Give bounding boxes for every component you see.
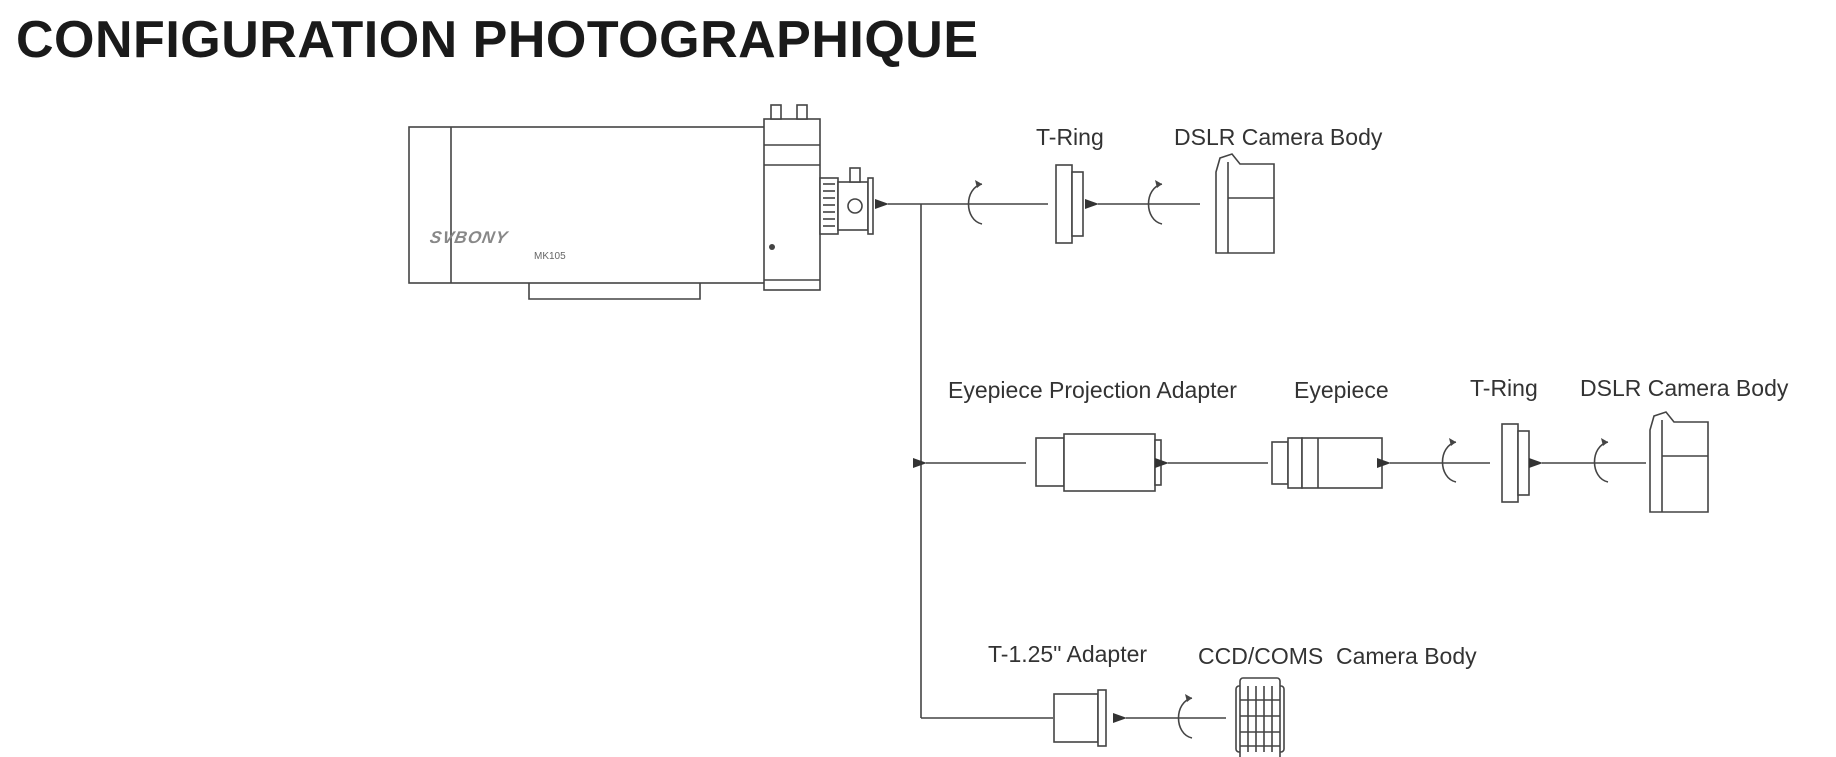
label-ccd-coms-camera-body: CCD/COMS Camera Body: [1198, 643, 1477, 669]
label-dslr-camera-body: DSLR Camera Body: [1174, 124, 1383, 150]
dslr-camera-body: [1649, 411, 1709, 513]
telescope: SVBONY MK105: [408, 104, 874, 300]
row-2-eyepiece-projection-config: Eyepiece Projection Adapter Eyepiece T-R…: [948, 375, 1789, 513]
eyepiece-projection-adapter: [1035, 437, 1065, 487]
label-dslr-camera-body: DSLR Camera Body: [1580, 375, 1789, 401]
page-title: CONFIGURATION PHOTOGRAPHIQUE: [16, 11, 979, 69]
t-ring: [1055, 164, 1073, 244]
dslr-camera-body: [1215, 153, 1275, 254]
telescope-model: MK105: [534, 251, 566, 262]
label-t-ring: T-Ring: [1036, 124, 1104, 150]
ccd-coms-camera-body: [1235, 677, 1285, 757]
label-eyepiece-projection-adapter: Eyepiece Projection Adapter: [948, 377, 1237, 403]
telescope-tube: [408, 126, 766, 284]
connector-lines: [875, 199, 1053, 719]
row-3-ccd-config: T-1.25" Adapter CCD/COMS Camera Body: [988, 641, 1477, 757]
eyepiece: [1271, 441, 1289, 485]
label-eyepiece: Eyepiece: [1294, 377, 1389, 403]
thumb-screw: [849, 167, 861, 183]
telescope-brand-logo: SVBONY: [428, 227, 510, 247]
row-1-dslr-config: T-Ring DSLR Camera Body: [967, 124, 1383, 254]
finder-knob: [770, 104, 782, 120]
telescope-rear-cell: [763, 118, 821, 291]
label-t-125-adapter: T-1.25" Adapter: [988, 641, 1147, 667]
label-t-ring: T-Ring: [1470, 375, 1538, 401]
t-ring: [1501, 423, 1519, 503]
t-125-adapter: [1053, 693, 1099, 743]
rotation-icon: [1441, 441, 1457, 483]
telescope-mount-rail: [528, 283, 701, 300]
rotation-icon: [1593, 441, 1609, 483]
finder-knob: [796, 104, 808, 120]
